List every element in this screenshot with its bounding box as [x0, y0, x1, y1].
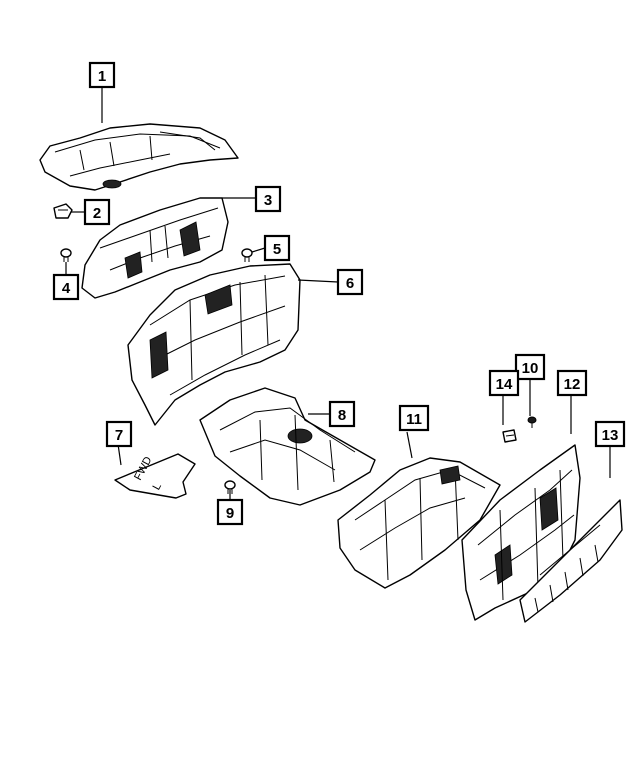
svg-text:9: 9 — [226, 505, 234, 522]
svg-text:2: 2 — [93, 205, 101, 222]
svg-text:1: 1 — [98, 68, 106, 85]
svg-text:10: 10 — [522, 360, 539, 377]
svg-text:7: 7 — [115, 427, 123, 444]
callout-10: 10 — [514, 353, 546, 381]
svg-text:11: 11 — [406, 411, 422, 428]
callout-2: 2 — [83, 198, 111, 226]
part-9-fastener — [224, 480, 236, 494]
part-11-rear-floor-silencer — [337, 457, 501, 589]
part-5-push-pin — [241, 248, 253, 262]
leader-lines — [65, 87, 611, 500]
part-13-rear-wall-insulation — [519, 499, 623, 623]
svg-text:6: 6 — [346, 275, 354, 292]
svg-text:13: 13 — [602, 427, 619, 444]
svg-text:5: 5 — [273, 241, 281, 258]
part-6-dash-silencer — [127, 263, 301, 426]
part-3-dash-silencer — [81, 197, 229, 299]
callout-14: 14 — [488, 369, 520, 397]
callout-13: 13 — [594, 420, 626, 448]
svg-text:3: 3 — [264, 192, 272, 209]
mat-l-text: L — [151, 481, 164, 492]
part-1-hood-silencer — [39, 123, 239, 191]
callout-4: 4 — [52, 273, 80, 301]
callout-8: 8 — [328, 400, 356, 428]
callout-1: 1 — [88, 61, 116, 89]
callout-9: 9 — [216, 498, 244, 526]
part-7-floor-mat: FWD L — [114, 453, 196, 499]
part-10-screw — [527, 416, 537, 428]
part-8-front-floor-silencer — [199, 387, 376, 506]
callout-12: 12 — [556, 369, 588, 397]
callout-6: 6 — [336, 268, 364, 296]
part-4-fastener — [60, 248, 72, 262]
svg-text:14: 14 — [496, 376, 513, 393]
svg-text:8: 8 — [338, 407, 346, 424]
callout-11: 11 — [398, 404, 430, 432]
callout-3: 3 — [254, 185, 282, 213]
part-2-clip — [53, 203, 73, 219]
callout-7: 7 — [105, 420, 133, 448]
svg-text:4: 4 — [62, 280, 71, 297]
svg-text:12: 12 — [564, 376, 581, 393]
callout-5: 5 — [263, 234, 291, 262]
part-14-clip — [502, 429, 517, 443]
